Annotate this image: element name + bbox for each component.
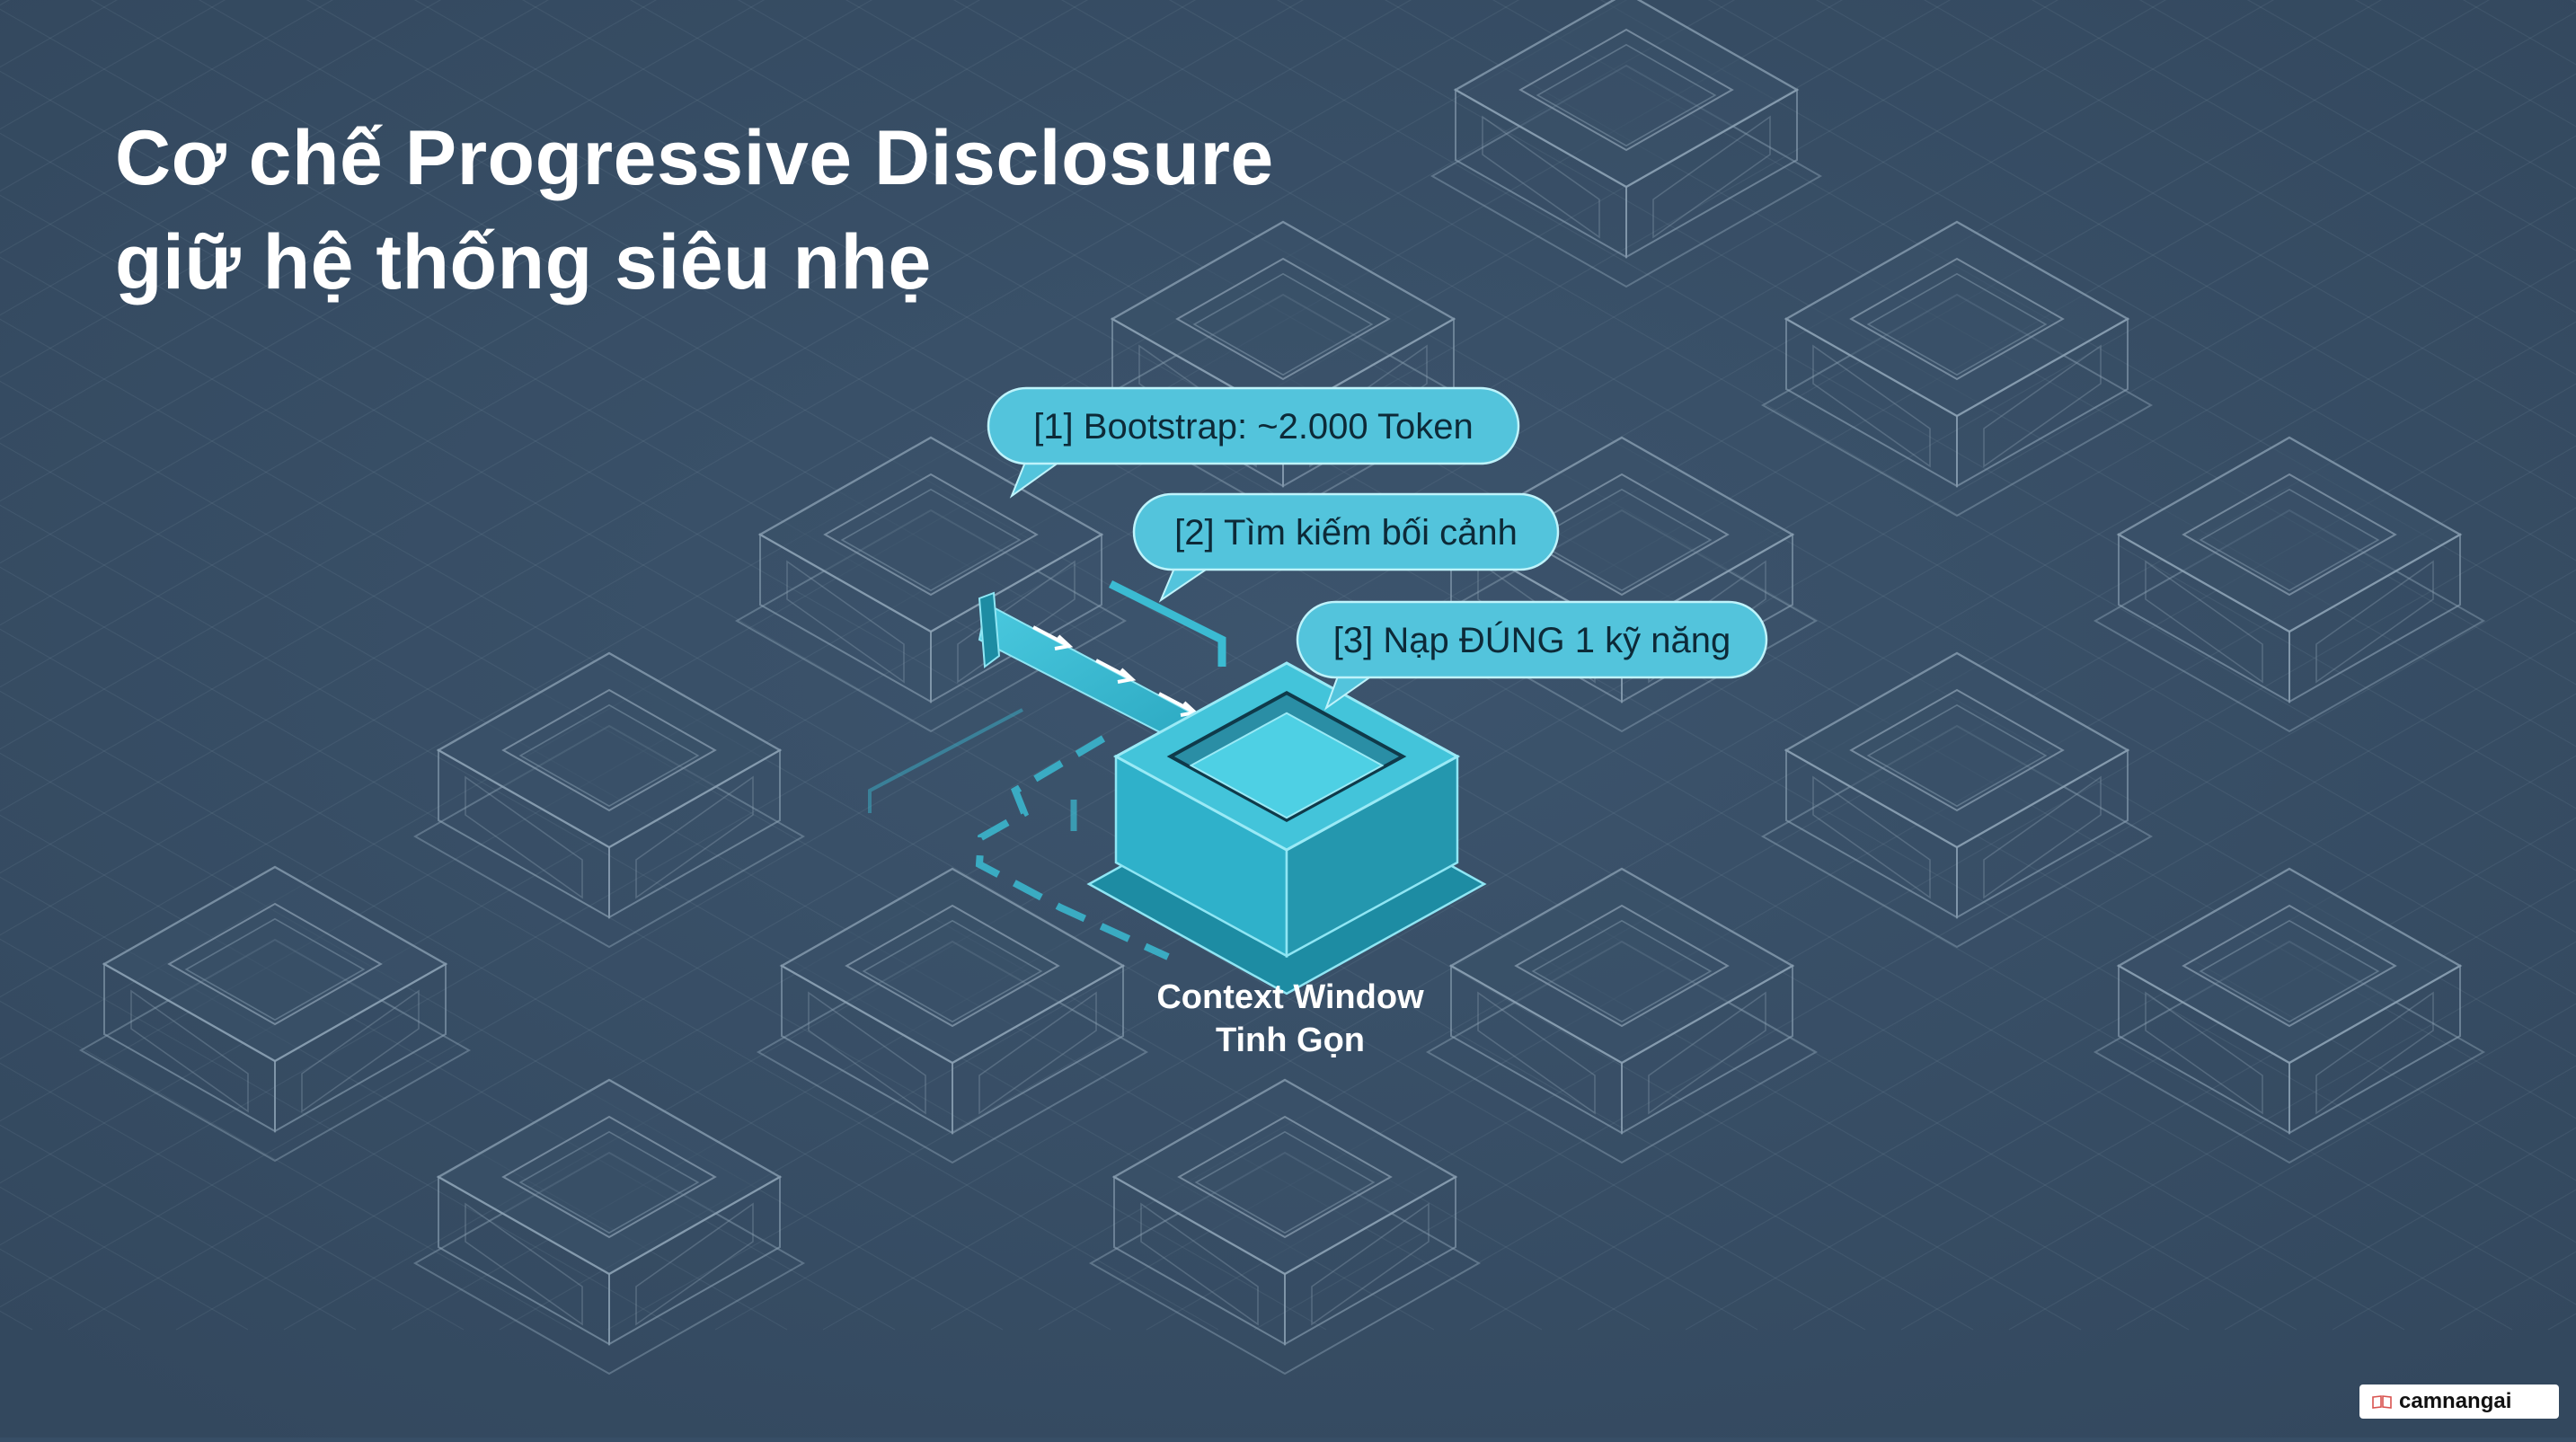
grid-line [714, 259, 2576, 1331]
grid-line [391, 73, 2576, 1331]
grid-line [499, 135, 2576, 1331]
core-label-line2: Tinh Gọn [1216, 1022, 1365, 1059]
context-window-core [868, 579, 1487, 995]
skill-module-grid [78, 0, 2486, 1376]
grid-line [0, 0, 1197, 688]
callout-bubble [1132, 492, 1560, 571]
grid-line [1599, 0, 2576, 562]
skill-module [1425, 867, 1819, 1164]
grid-line [0, 690, 1111, 1331]
grid-line [0, 566, 1327, 1331]
grid-line [0, 876, 788, 1331]
grid-line [0, 1000, 572, 1331]
callout-label: [2] Tìm kiếm bối cảnh [1174, 513, 1518, 553]
grid-line [1276, 0, 2576, 748]
beam-cap [978, 591, 1001, 668]
grid-line [1038, 445, 2576, 1331]
arrow-icon [1095, 659, 1137, 684]
skill-module [756, 867, 1149, 1164]
page-title: Cơ chế Progressive Disclosure giữ hệ thố… [115, 106, 1274, 314]
grid-line [1060, 0, 2576, 871]
callout-label: [1] Bootstrap: ~2.000 Token [1033, 407, 1474, 447]
grid-line [198, 0, 2513, 1331]
skill-module [412, 651, 806, 949]
grid-line [952, 0, 2576, 933]
return-path-faint [868, 708, 1023, 813]
grid-line [0, 132, 2082, 1331]
grid-line [1168, 0, 2576, 809]
grid-line [2008, 1003, 2576, 1331]
grid-line [0, 938, 680, 1331]
callout-bubble [1296, 600, 1768, 679]
grid-line [0, 0, 981, 564]
callout-search: [2] Tìm kiếm bối cảnh [1132, 492, 1560, 603]
grid-line [1577, 755, 2576, 1331]
grid-line [0, 0, 1412, 812]
title-line-1: Cơ chế Progressive Disclosure [115, 115, 1274, 201]
grid-line [1685, 817, 2576, 1331]
skill-module [1425, 436, 1819, 733]
search-connector [1108, 579, 1226, 667]
skill-module [1760, 220, 2154, 518]
skill-module [1760, 651, 2154, 949]
grid-line [0, 256, 1866, 1331]
grid-line [0, 0, 1520, 874]
grid-line [0, 0, 1089, 626]
watermark-text: camnangai [2399, 1389, 2512, 1413]
core-inner [1189, 712, 1385, 819]
grid-line [606, 197, 2576, 1331]
core-label-line1: Context Window [1156, 978, 1424, 1016]
return-path [975, 735, 1170, 960]
title-line-2: giữ hệ thống siêu nhẹ [115, 219, 932, 305]
arrow-icon [1032, 625, 1074, 650]
skill-module [2093, 436, 2486, 733]
grid-line [0, 628, 1219, 1331]
skill-module [412, 1078, 806, 1376]
skill-module [2093, 867, 2486, 1164]
book-icon [2372, 1395, 2392, 1409]
grid-line [0, 0, 1305, 750]
grid-line [0, 380, 1651, 1331]
grid-line [1900, 941, 2576, 1331]
skill-module [1430, 0, 1823, 288]
grid-line [1469, 693, 2576, 1331]
grid-line [1253, 569, 2576, 1331]
grid-line [0, 442, 1543, 1331]
grid-line [0, 814, 896, 1331]
context-window-label: Context Window Tinh Gọn [1156, 978, 1424, 1059]
grid-line [0, 752, 1004, 1331]
grid-line [0, 0, 1628, 936]
step-callouts: [1] Bootstrap: ~2.000 Token [2] Tìm kiếm … [987, 386, 1768, 711]
grid-line [1361, 631, 2576, 1331]
callout-bubble [987, 386, 1520, 465]
skill-module [78, 865, 472, 1163]
grid-line [0, 194, 1974, 1331]
grid-line [0, 318, 1758, 1331]
callout-label: [3] Nạp ĐÚNG 1 kỹ năng [1333, 620, 1731, 660]
callout-bootstrap: [1] Bootstrap: ~2.000 Token [987, 386, 1520, 499]
grid-line [0, 70, 2190, 1331]
watermark-badge: camnangai [2359, 1384, 2559, 1419]
callout-load: [3] Nạp ĐÚNG 1 kỹ năng [1296, 600, 1768, 711]
skill-module [1088, 1078, 1482, 1376]
grid-line [0, 0, 1952, 1122]
